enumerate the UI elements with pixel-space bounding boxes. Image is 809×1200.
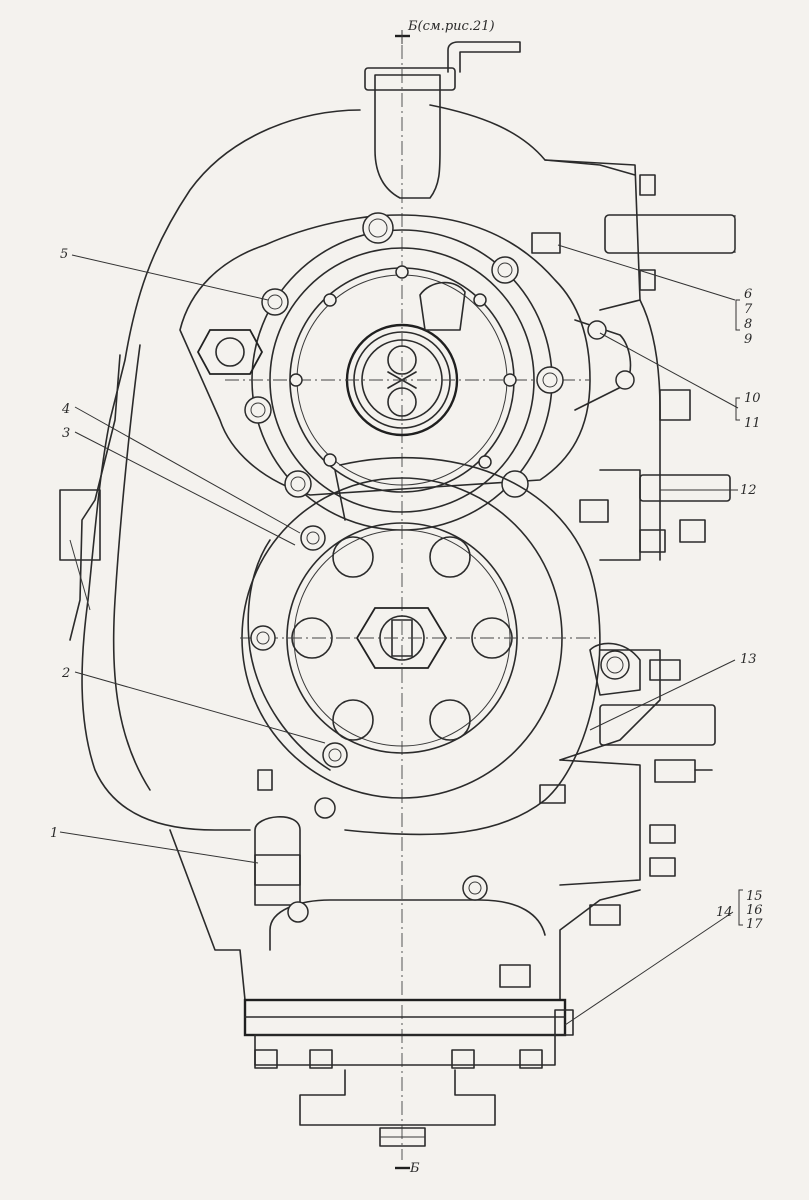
callout-8: 8 <box>744 317 752 332</box>
bolt-icon <box>300 525 326 551</box>
bolt-icon <box>261 288 289 316</box>
bolt-icon <box>462 875 488 901</box>
gear-hole-icon <box>332 699 374 741</box>
callout-13: 13 <box>740 652 757 667</box>
callout-6: 6 <box>744 287 752 302</box>
leader-lines <box>59 244 743 1026</box>
bolt-icon <box>314 797 336 819</box>
callout-3: 3 <box>62 426 70 441</box>
section-label-bottom: Б <box>409 1161 420 1176</box>
callout-11: 11 <box>744 416 761 431</box>
callout-2: 2 <box>61 666 70 681</box>
callout-14: 14 <box>716 905 733 920</box>
callout-17: 17 <box>746 917 763 932</box>
callout-labels: 5 4 3 2 1 6 7 8 9 10 11 12 13 14 15 16 1… <box>50 247 763 932</box>
gear-hole-icon <box>332 536 374 578</box>
center-hex-nut-icon <box>355 607 448 669</box>
bolt-icon <box>244 396 272 424</box>
hex-nut-icon <box>196 329 264 375</box>
callout-16: 16 <box>746 903 763 918</box>
section-line-bottom: Б <box>395 1161 420 1176</box>
bolt-icon <box>491 256 519 284</box>
callout-15: 15 <box>746 889 763 904</box>
right-hardware <box>254 174 713 1069</box>
upper-gear-assembly <box>179 212 635 531</box>
bolt-icon <box>287 901 309 923</box>
bolt-icon <box>322 742 348 768</box>
bolt-icon <box>362 212 394 244</box>
bolt-icon <box>615 370 635 390</box>
bolt-icon <box>536 366 564 394</box>
callout-9: 9 <box>744 332 752 347</box>
callout-10: 10 <box>744 391 761 406</box>
housing-outline <box>59 41 736 1147</box>
callout-4: 4 <box>61 402 70 417</box>
bolt-icon <box>600 650 630 680</box>
callout-7: 7 <box>744 302 753 317</box>
bolt-icon <box>587 320 607 340</box>
callout-5: 5 <box>60 247 68 262</box>
callout-1: 1 <box>50 826 58 841</box>
section-line-top: Б(см.рис.21) <box>395 19 495 44</box>
bolt-icon <box>250 625 276 651</box>
bolt-icon <box>284 470 312 498</box>
callout-12: 12 <box>740 483 757 498</box>
lower-gear-assembly <box>240 456 641 923</box>
gear-hole-icon <box>429 699 471 741</box>
gear-hole-icon <box>429 536 471 578</box>
section-label-top: Б(см.рис.21) <box>407 19 495 34</box>
